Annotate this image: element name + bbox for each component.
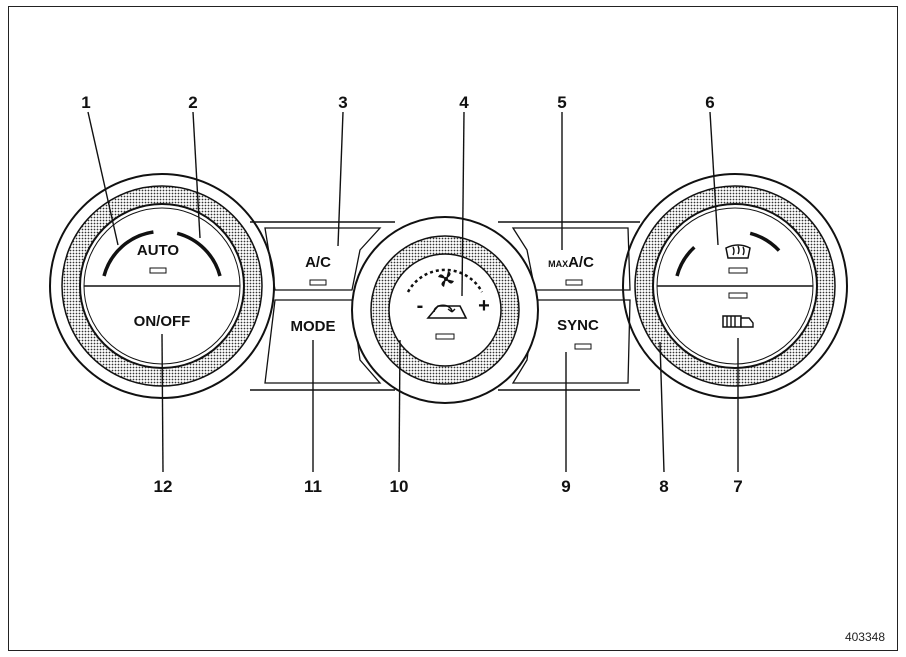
callout-7: 7 <box>733 477 742 496</box>
air-recirculation-icon <box>426 304 468 319</box>
callout-8: 8 <box>659 477 668 496</box>
rear-defogger-icon <box>722 315 754 328</box>
callout-1: 1 <box>81 93 90 112</box>
left-dial-auto-on-off <box>49 173 275 399</box>
max-ac-indicator-light <box>565 279 583 286</box>
max-ac-button[interactable]: MAXA/C <box>548 254 594 286</box>
fan-icon <box>438 271 454 287</box>
fan-minus-label: - <box>417 295 424 317</box>
callout-5: 5 <box>557 93 566 112</box>
sync-button-label: SYNC <box>557 317 599 334</box>
sync-indicator-light <box>574 343 592 350</box>
callout-12: 12 <box>154 477 173 496</box>
ac-indicator-light <box>309 279 327 286</box>
callout-6: 6 <box>705 93 714 112</box>
front-defroster-icon <box>725 244 751 259</box>
recirculation-indicator-light <box>435 333 455 340</box>
front-defroster-indicator-light <box>728 267 748 274</box>
max-ac-button-label: MAXA/C <box>548 254 594 271</box>
callout-lines <box>87 111 739 473</box>
auto-button[interactable]: AUTO <box>137 242 180 274</box>
fan-plus-label: + <box>478 295 490 317</box>
rear-defogger-indicator-light <box>728 292 748 299</box>
front-defroster-button[interactable] <box>725 244 751 274</box>
ac-button[interactable]: A/C <box>305 254 331 286</box>
callout-numbers: 1 2 3 4 5 6 7 8 9 10 11 12 <box>81 93 742 496</box>
on-off-button[interactable]: ON/OFF <box>134 313 191 330</box>
callout-4: 4 <box>459 93 469 112</box>
air-recirculation-button[interactable] <box>426 304 468 340</box>
mode-button-label: MODE <box>291 318 336 335</box>
callout-11: 11 <box>304 477 322 496</box>
center-button-panel <box>250 221 640 391</box>
sync-button[interactable]: SYNC <box>557 317 599 350</box>
callout-3: 3 <box>338 93 347 112</box>
auto-indicator-light <box>149 267 167 274</box>
rear-defogger-button[interactable] <box>722 292 754 328</box>
auto-button-label: AUTO <box>137 242 180 259</box>
on-off-button-label: ON/OFF <box>134 313 191 330</box>
callout-9: 9 <box>561 477 570 496</box>
ac-button-label: A/C <box>305 254 331 271</box>
figure-frame <box>8 6 898 651</box>
figure-code: 403348 <box>845 630 885 644</box>
callout-10: 10 <box>390 477 409 496</box>
mode-button[interactable]: MODE <box>291 318 336 335</box>
right-dial-defroster-defogger <box>622 173 848 399</box>
callout-2: 2 <box>188 93 197 112</box>
